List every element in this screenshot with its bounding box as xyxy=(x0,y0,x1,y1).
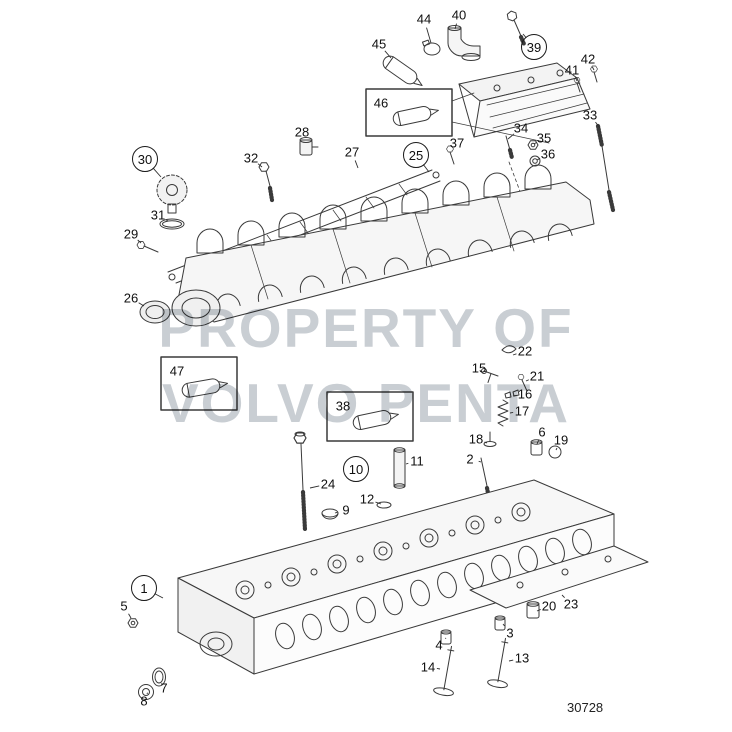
callout-27: 27 xyxy=(344,144,360,160)
stud-nut-washer xyxy=(505,135,541,195)
callout-16: 16 xyxy=(517,386,533,402)
callout-47: 47 xyxy=(169,363,185,379)
washer-8 xyxy=(138,684,154,700)
callout-28: 28 xyxy=(294,124,310,140)
sealant-box-47 xyxy=(160,356,238,411)
callout-21: 21 xyxy=(529,368,545,384)
callout-24: 24 xyxy=(320,476,336,492)
sealant-box-46 xyxy=(365,88,453,137)
oil-filler-cap xyxy=(156,174,188,214)
callout-19: 19 xyxy=(553,432,569,448)
callout-11: 11 xyxy=(410,453,424,469)
guide-o-ring xyxy=(376,501,392,509)
callout-20: 20 xyxy=(541,598,557,614)
sealant-box-38 xyxy=(326,391,414,442)
head-gasket xyxy=(469,545,649,609)
callout-31: 31 xyxy=(150,207,166,223)
bolt-32 xyxy=(258,162,275,203)
callout-3: 3 xyxy=(506,625,514,641)
cylinder-head xyxy=(177,479,615,675)
callout-38: 38 xyxy=(335,398,351,414)
callout-2: 2 xyxy=(466,451,474,467)
callout-10: 10 xyxy=(343,456,369,482)
callout-25: 25 xyxy=(403,142,429,168)
callout-26: 26 xyxy=(123,290,139,306)
callout-29: 29 xyxy=(123,226,139,242)
callout-45: 45 xyxy=(371,36,387,52)
fitting-28 xyxy=(299,137,319,156)
callout-42: 42 xyxy=(580,51,596,67)
o-ring-7 xyxy=(152,667,166,687)
callout-22: 22 xyxy=(517,343,533,359)
valve-stem-seal-3 xyxy=(494,615,506,631)
long-stud xyxy=(595,123,616,213)
callout-6: 6 xyxy=(538,424,546,440)
callout-1: 1 xyxy=(131,575,157,601)
callout-12: 12 xyxy=(359,491,375,507)
callout-30: 30 xyxy=(132,146,158,172)
callout-17: 17 xyxy=(514,403,530,419)
breather-elbow xyxy=(447,25,481,61)
plug-29 xyxy=(136,241,159,253)
cup-plug xyxy=(321,508,339,520)
callout-41: 41 xyxy=(564,62,580,78)
head-bolt xyxy=(293,431,308,533)
valve-13 xyxy=(486,636,516,690)
callout-33: 33 xyxy=(582,107,598,123)
callout-36: 36 xyxy=(540,146,556,162)
callout-7: 7 xyxy=(160,680,168,696)
callout-44: 44 xyxy=(416,11,432,27)
small-screws xyxy=(573,65,598,93)
valve-guide xyxy=(393,447,406,489)
callout-37: 37 xyxy=(449,135,465,151)
cover-bolt xyxy=(505,9,527,47)
callout-35: 35 xyxy=(536,130,552,146)
valve-cover xyxy=(458,62,591,138)
nut-5 xyxy=(127,618,139,628)
callout-14: 14 xyxy=(420,659,436,675)
callout-13: 13 xyxy=(514,650,530,666)
callout-5: 5 xyxy=(120,598,128,614)
camshaft-seal xyxy=(139,300,171,324)
hose xyxy=(379,52,427,92)
small-screw-37 xyxy=(446,145,455,165)
callout-40: 40 xyxy=(451,7,467,23)
callout-8: 8 xyxy=(140,693,148,709)
callout-34: 34 xyxy=(513,120,529,136)
camshaft-carrier xyxy=(171,164,595,327)
callout-46: 46 xyxy=(373,95,389,111)
cap-o-ring xyxy=(159,218,185,230)
callout-32: 32 xyxy=(243,150,259,166)
callout-9: 9 xyxy=(342,502,350,518)
callout-4: 4 xyxy=(435,637,443,653)
callout-23: 23 xyxy=(563,596,579,612)
callout-15: 15 xyxy=(471,360,487,376)
hose-clamp xyxy=(421,39,441,56)
drawing-number: 30728 xyxy=(567,700,604,715)
dowel-sleeve xyxy=(526,601,540,619)
callout-18: 18 xyxy=(468,431,484,447)
callout-39: 39 xyxy=(521,34,547,60)
